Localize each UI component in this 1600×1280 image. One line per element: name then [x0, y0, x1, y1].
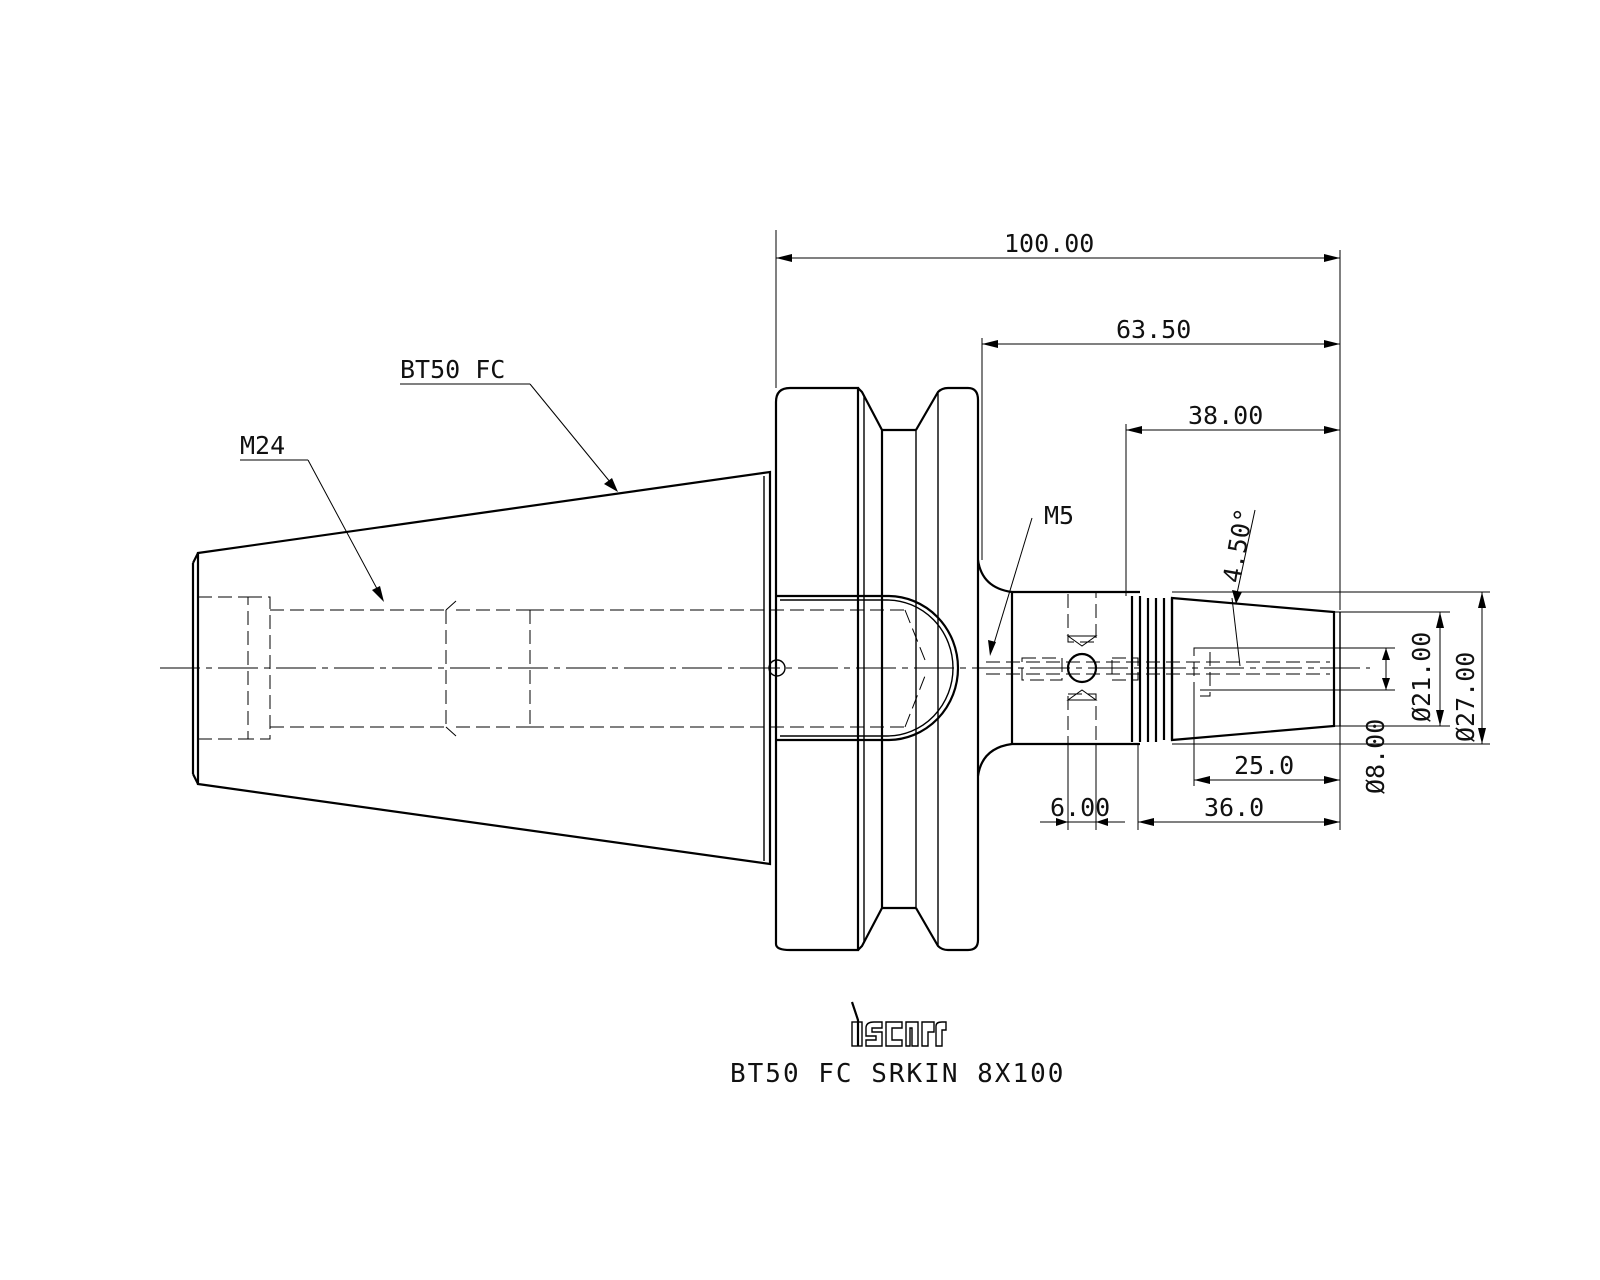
dim-dia-body: Ø27.00: [1451, 652, 1480, 742]
dim-taper-angle: 4.50°: [1217, 506, 1259, 585]
taper-shank: [191, 470, 772, 866]
dim-flange-to-end: 63.50: [1116, 315, 1191, 344]
flange: [768, 386, 980, 952]
drawing-title: BT50 FC SRKIN 8X100: [730, 1059, 1065, 1089]
dim-dia-nose: Ø21.00: [1407, 632, 1436, 722]
thread-marks: [1130, 596, 1174, 742]
callout-thread-main: M24: [240, 431, 285, 460]
dimension-lines: [775, 230, 1490, 830]
callout-taper: BT50 FC: [400, 355, 505, 384]
dim-nose-taper-length: 36.0: [1204, 793, 1264, 822]
dim-bore-dia: Ø8.00: [1361, 719, 1390, 794]
dim-bore-depth: 25.0: [1234, 751, 1294, 780]
internal-bore-hidden: [198, 596, 926, 740]
dim-screw-position: 6.00: [1050, 793, 1110, 822]
callout-thread-small: M5: [1044, 501, 1074, 530]
dim-overall-length: 100.00: [1004, 229, 1094, 258]
iscar-logo: [850, 1001, 947, 1047]
leader-lines: [240, 383, 1033, 656]
collet-body: [976, 559, 1341, 777]
dim-nose-length: 38.00: [1188, 401, 1263, 430]
